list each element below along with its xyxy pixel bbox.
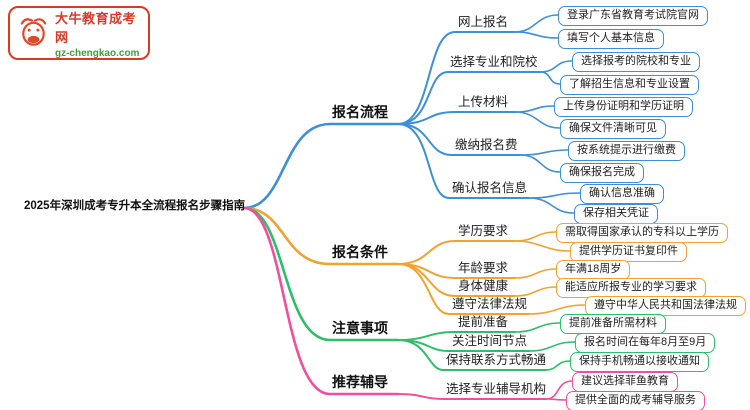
subtopic-xueli-yaoqiu: 学历要求: [458, 224, 509, 238]
branch-links-baoming-liucheng: [397, 14, 581, 214]
site-url: gz-chengkao.com: [54, 47, 140, 59]
leaf-liaojie-zhaosheng-xinxi: 了解招生信息和专业设置: [560, 75, 699, 95]
logo-text-block: 大牛教育成考网 gz-chengkao.com: [55, 8, 142, 59]
branch-baoming-liucheng: 报名流程: [332, 104, 388, 120]
leaf-zhuanke-xueli: 需取得国家承认的专科以上学历: [556, 223, 728, 243]
subtopic-nianling-yaoqiu: 年龄要求: [458, 261, 509, 275]
leaf-jianyi-jigou: 建议选择菲鱼教育: [572, 372, 678, 392]
root-links: [242, 122, 400, 396]
subtopic-xuanze-fudao-jigou: 选择专业辅导机构: [446, 382, 547, 396]
leaf-tianxie-xinxi: 填写个人基本信息: [558, 29, 664, 49]
subtopic-baochi-lianxi-changtong: 保持联系方式畅通: [446, 353, 547, 367]
branch-baoming-tiaojian: 报名条件: [332, 244, 388, 260]
leaf-shangchuan-zhengming: 上传身份证明和学历证明: [554, 97, 693, 117]
root-topic: 2025年深圳成考专升本全流程报名步骤指南: [24, 200, 246, 212]
leaf-quanmian-fudao: 提供全面的成考辅导服务: [566, 391, 705, 410]
subtopic-guanzhu-shijian-jiedian: 关注时间节点: [452, 334, 528, 348]
subtopic-jiaona-baomingfei: 缴纳报名费: [455, 138, 518, 152]
subtopic-tiqian-zhunbei: 提前准备: [458, 315, 509, 329]
bull-logo-icon: [20, 18, 47, 46]
leaf-wenjian-qingxi: 确保文件清晰可见: [560, 119, 666, 139]
branch-links-baoming-tiaojian: [397, 231, 586, 315]
leaf-nianman-18: 年满18周岁: [556, 260, 631, 280]
branch-zhuyi-shixiang: 注意事项: [332, 320, 388, 336]
leaf-zhunbei-cailiao: 提前准备所需材料: [560, 314, 666, 334]
leaf-xinxi-zhunque: 确认信息准确: [580, 184, 664, 204]
branch-links-zhuyi-shixiang: [397, 322, 576, 371]
subtopic-zunshou-falv-fagui: 遵守法律法规: [452, 297, 528, 311]
leaf-xueli-fuyinjian: 提供学历证书复印件: [570, 242, 687, 262]
site-name: 大牛教育成考网: [54, 10, 136, 45]
branch-links-tuijian-fudao: [397, 380, 573, 401]
leaf-baoming-shijian: 报名时间在每年8月至9月: [575, 333, 716, 353]
leaf-shouji-changtong: 保持手机畅通以接收通知: [570, 352, 709, 372]
leaf-xitong-jiaofei: 按系统提示进行缴费: [568, 141, 685, 161]
subtopic-wangshang-baoming: 网上报名: [458, 15, 509, 29]
branch-tuijian-fudao: 推荐辅导: [332, 374, 388, 390]
leaf-baoming-wancheng: 确保报名完成: [560, 163, 644, 183]
leaf-baocun-pingzheng: 保存相关凭证: [574, 204, 658, 224]
subtopic-shenti-jiankang: 身体健康: [458, 279, 509, 293]
leaf-xuanze-yuanxiao-zhuanye: 选择报考的院校和专业: [572, 52, 700, 72]
leaf-denglu-guanwang: 登录广东省教育考试院官网: [558, 6, 708, 26]
subtopic-shangchuan-cailiao: 上传材料: [458, 95, 509, 109]
leaf-zunshou-falv: 遵守中华人民共和国法律法规: [585, 296, 746, 316]
site-logo: 大牛教育成考网 gz-chengkao.com: [8, 6, 150, 60]
subtopic-xuanze-zhuanye-yuanxiao: 选择专业和院校: [450, 55, 538, 69]
subtopic-queren-baoming-xinxi: 确认报名信息: [452, 181, 528, 195]
leaf-shiying-xuexi-yaoqiu: 能适应所报专业的学习要求: [556, 278, 706, 298]
